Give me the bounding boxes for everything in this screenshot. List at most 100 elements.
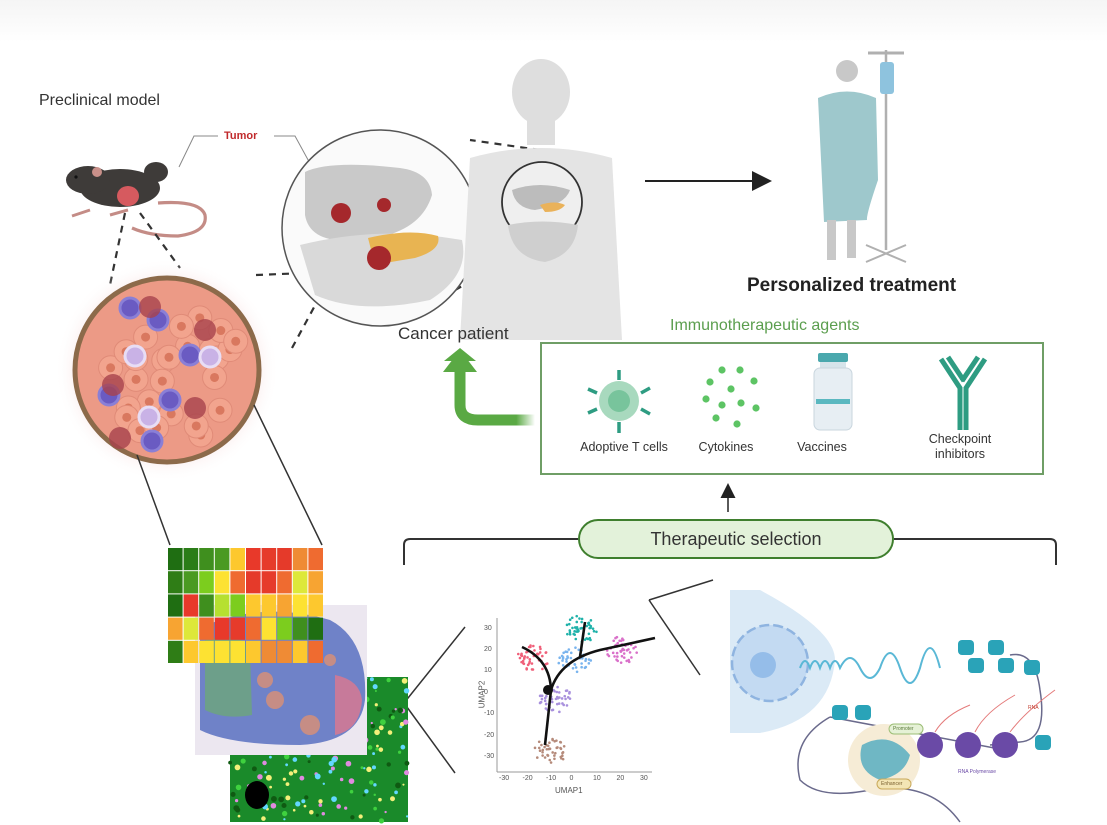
fluorescence-dot [314,773,321,780]
fluorescence-dot [400,744,406,750]
heatmap-cell [183,617,199,640]
umap-point-teal [591,627,595,630]
fluorescence-dot [318,799,323,804]
fluorescence-dot [378,797,382,802]
heatmap-cell [261,617,277,640]
umap-point-teal [578,617,581,620]
umap-point-teal [577,629,580,633]
immune-cell [137,405,161,429]
fluorescence-dot [399,721,405,727]
umap-point-purple [560,697,564,700]
fluorescence-dot [322,782,325,785]
heatmap [168,548,323,663]
umap-point-blue [574,646,577,649]
umap-point-brown [546,744,550,748]
fluorescence-dot [384,810,387,814]
cancer-patient-label: Cancer patient [398,324,509,343]
fluorescence-dot [404,760,410,766]
umap-xtick: 30 [639,775,648,782]
umap-point-blue [561,664,565,667]
umap-point-magenta [613,655,616,658]
heatmap-cell [277,640,292,663]
umap-xtick: 20 [616,775,625,782]
fluorescence-dot [269,755,272,759]
umap-point-purple [556,685,559,689]
tumor-cell-nucleus [122,412,132,422]
fluorescence-dot [264,771,267,774]
green-curved-arrow-icon [443,348,535,426]
umap-point-brown [548,758,552,762]
umap-point-magenta [615,651,619,655]
tumor-cell-nucleus [164,352,174,362]
umap-point-teal [565,623,569,627]
fluorescence-dot [321,812,326,816]
umap-point-teal [587,622,590,625]
vaccine-vial-icon [813,353,853,431]
umap-xtick: -30 [499,775,510,782]
tumor-microenvironment-illustration [55,258,279,482]
umap-point-red [539,647,542,651]
umap-point-brown [537,740,541,744]
heatmap-cell [308,640,323,663]
enhancer-label: Enhancer [881,781,903,787]
umap-point-purple [553,689,556,693]
umap-point-blue [558,656,561,659]
umap-point-red [525,667,528,671]
fluorescence-dot [373,793,376,797]
umap-point-brown [562,744,566,748]
fluorescence-dot [373,806,377,811]
fluorescence-dot [391,709,396,713]
fluorescence-dot [301,799,306,804]
umap-point-blue [571,667,575,670]
umap-point-red [529,644,532,647]
fluorescence-dot [269,785,273,789]
cytokine-dot [727,385,735,393]
heatmap-cell [292,617,308,640]
umap-point-brown [556,746,559,749]
fluorescence-dot [380,719,386,725]
umap-point-blue [560,654,564,658]
immune-cell [140,429,164,453]
tumor-cell-nucleus [106,363,116,373]
fluorescence-dot [395,782,401,789]
umap-point-teal [575,614,579,618]
fluorescence-dot [339,777,344,782]
umap-point-brown [551,751,554,754]
umap-point-blue [569,656,573,660]
umap-point-red [522,662,526,666]
umap-ytick: -10 [484,710,495,718]
umap-point-blue [575,670,579,674]
selection-bracket [403,538,1057,565]
umap-point-brown [561,751,564,755]
fluorescence-dot [328,769,333,774]
umap-point-red [532,644,535,648]
fluorescence-dot [394,708,397,711]
fluorescence-dot [366,766,372,773]
umap-point-brown [553,757,556,761]
cytokine-dot [737,399,745,407]
agent-cytokines-label: Cytokines [698,440,754,454]
fluorescence-dot [387,730,393,735]
t-cell-icon [587,370,651,433]
fluorescence-dot [344,806,348,810]
tumor-cell-nucleus [135,426,145,436]
heatmap-cell [230,594,245,617]
umap-point-purple [544,702,548,706]
umap-point-red [544,662,548,666]
umap-point-blue [562,651,565,655]
umap-point-brown [561,757,565,761]
therapeutic-selection-label: Therapeutic selection [650,528,822,549]
fluorescence-dot [374,703,378,707]
dying-cell [109,427,131,449]
heatmap-cell [199,617,214,640]
heatmap-cell [183,571,199,594]
umap-point-brown [553,754,556,757]
umap-xtick: 0 [569,775,574,782]
umap-point-red [538,645,542,649]
tumor-cell-nucleus [144,397,154,407]
trajectory-lines [521,621,656,746]
umap-point-purple [538,694,542,698]
umap-point-brown [546,754,550,757]
immune-cell [158,388,182,412]
umap-point-red [516,652,520,656]
